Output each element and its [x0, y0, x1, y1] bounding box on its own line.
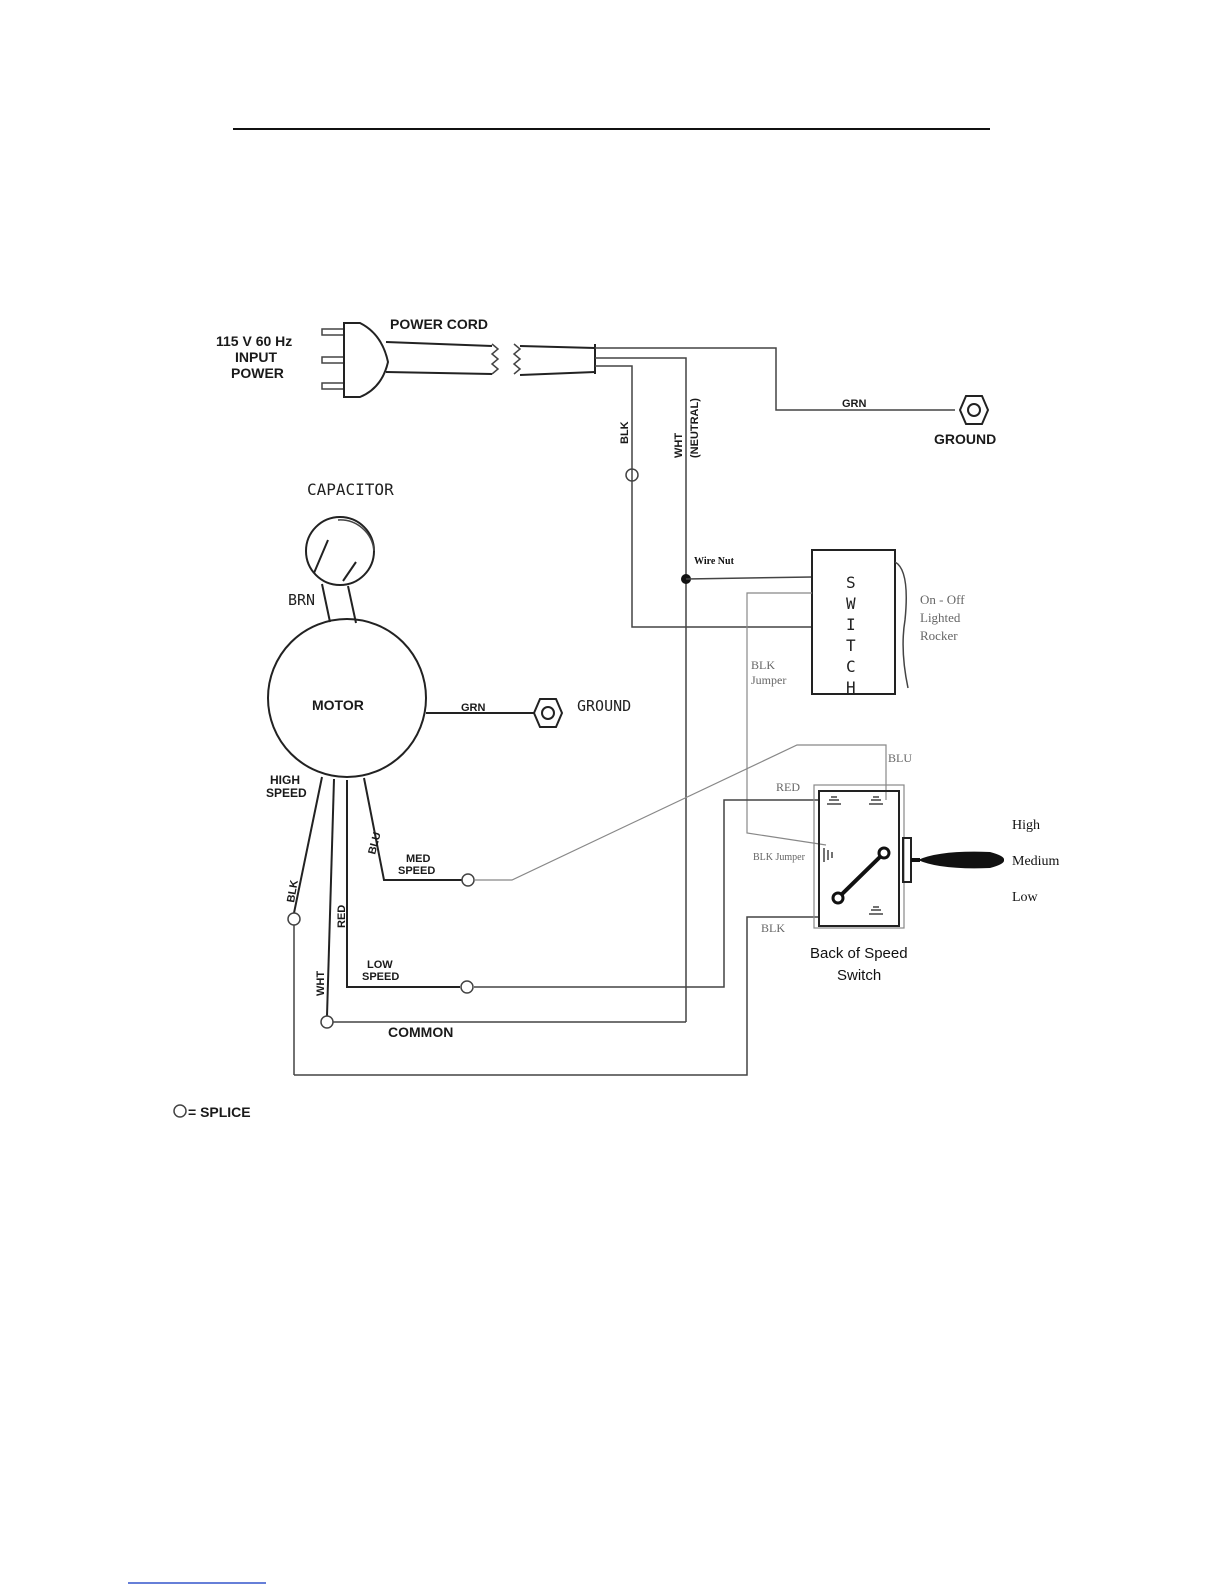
switch-letter: W [846, 594, 856, 613]
wire-nut-wire [686, 577, 812, 579]
cord-neutral-label: (NEUTRAL) [689, 398, 701, 458]
splice-icon [288, 913, 300, 925]
splice-icon [461, 981, 473, 993]
ground-icon [960, 396, 988, 424]
switch-letter: T [846, 636, 856, 655]
blk-bottom-label: BLK [761, 921, 785, 935]
low-speed-label-1: LOW [367, 959, 393, 971]
on-off-label-2: Lighted [920, 610, 961, 625]
on-off-switch [812, 550, 908, 694]
splice-legend-icon [174, 1105, 186, 1117]
speed-switch [814, 785, 1004, 928]
ground-top-label: GROUND [934, 431, 996, 447]
input-power-label-1: 115 V 60 Hz [216, 333, 292, 349]
high-speed-label-1: HIGH [270, 773, 300, 787]
splice-icon [321, 1016, 333, 1028]
cord-blk-label: BLK [619, 421, 631, 444]
blk-jumper-label-2: Jumper [751, 673, 786, 687]
power-cord [386, 342, 595, 375]
red-top-label: RED [776, 780, 800, 794]
capacitor-label: CAPACITOR [307, 480, 394, 499]
wht-wire-label: WHT [315, 971, 327, 996]
motor-label: MOTOR [312, 697, 364, 713]
on-off-label-3: Rocker [920, 628, 958, 643]
blu-wire-label: BLU [366, 831, 383, 856]
red-wire-label: RED [336, 905, 348, 928]
common-label: COMMON [388, 1024, 453, 1040]
switch-letter: I [846, 615, 856, 634]
ground-icon [534, 699, 562, 727]
high-speed-label-2: SPEED [266, 786, 307, 800]
med-speed-label-2: SPEED [398, 865, 435, 877]
blu-top-label: BLU [888, 751, 912, 765]
splice-icon [462, 874, 474, 886]
power-cord-label: POWER CORD [390, 316, 488, 332]
low-speed-label-2: SPEED [362, 971, 399, 983]
wire-nut-label: Wire Nut [694, 556, 735, 567]
ground-motor-label: GROUND [577, 697, 631, 715]
blk-jumper-label-1: BLK [751, 658, 775, 672]
low-label: Low [1012, 890, 1039, 905]
switch-letter: S [846, 573, 856, 592]
speed-switch-label-2: Switch [837, 967, 881, 984]
motor-leads [294, 745, 886, 1075]
cord-grn-label: GRN [842, 398, 867, 410]
on-off-label-1: On - Off [920, 592, 965, 607]
speed-switch-label-1: Back of Speed [810, 945, 908, 962]
high-label: High [1012, 818, 1040, 833]
motor-grn-label: GRN [461, 702, 486, 714]
med-speed-label-1: MED [406, 853, 431, 865]
switch-letter: H [846, 678, 856, 697]
switch-letter: C [846, 657, 856, 676]
capacitor-icon [306, 517, 374, 623]
input-power-label-3: POWER [231, 365, 284, 381]
input-power-label-2: INPUT [235, 349, 277, 365]
brn-label: BRN [288, 591, 315, 609]
plug-icon [322, 323, 388, 397]
medium-label: Medium [1012, 854, 1060, 869]
cord-wht-label: WHT [673, 433, 685, 458]
splice-legend-label: = SPLICE [188, 1104, 251, 1120]
blk-wire-label: BLK [285, 879, 301, 903]
blk-jumper-switch-label: BLK Jumper [753, 852, 806, 863]
